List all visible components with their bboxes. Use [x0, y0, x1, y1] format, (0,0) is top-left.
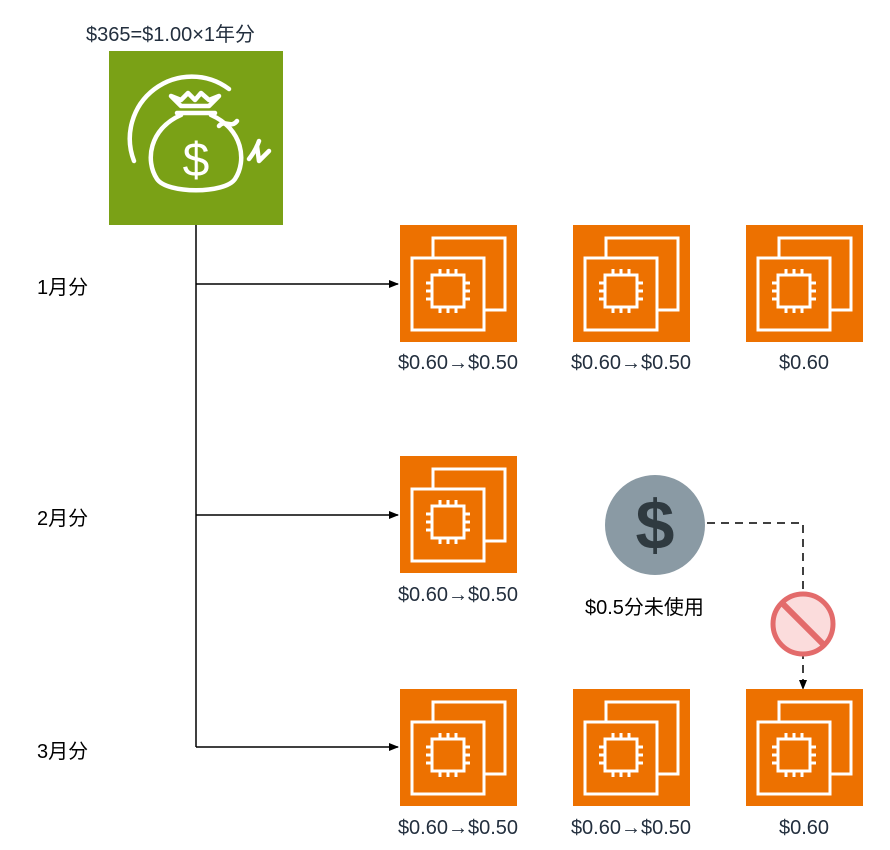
- row-label-month-3: 3月分: [37, 741, 89, 763]
- svg-text:$: $: [636, 486, 675, 564]
- row-label-month-1: 1月分: [37, 277, 89, 299]
- price-label: $0.60: [778, 352, 830, 374]
- dollar-coin-icon: $: [603, 473, 707, 577]
- price-label: $0.60→$0.50: [397, 817, 519, 839]
- no-entry-icon: [768, 589, 838, 659]
- unused-label: $0.5分未使用: [585, 597, 704, 619]
- ec2-instance-icon: [400, 225, 517, 342]
- ec2-instance-icon: [746, 225, 863, 342]
- price-label: $0.60→$0.50: [570, 352, 692, 374]
- price-label: $0.60→$0.50: [397, 584, 519, 606]
- formula-label: $365=$1.00×1年分: [86, 24, 256, 46]
- price-label: $0.60→$0.50: [570, 817, 692, 839]
- ec2-instance-icon: [573, 225, 690, 342]
- money-bag-refresh-icon: $: [109, 51, 283, 225]
- price-label: $0.60: [778, 817, 830, 839]
- row-label-month-2: 2月分: [37, 508, 89, 530]
- ec2-instance-icon: [573, 689, 690, 806]
- ec2-instance-icon: [400, 689, 517, 806]
- ec2-instance-icon: [400, 456, 517, 573]
- ec2-instance-icon: [746, 689, 863, 806]
- price-label: $0.60→$0.50: [397, 352, 519, 374]
- dashed-arrow-unused: [707, 522, 807, 690]
- svg-text:$: $: [183, 134, 210, 187]
